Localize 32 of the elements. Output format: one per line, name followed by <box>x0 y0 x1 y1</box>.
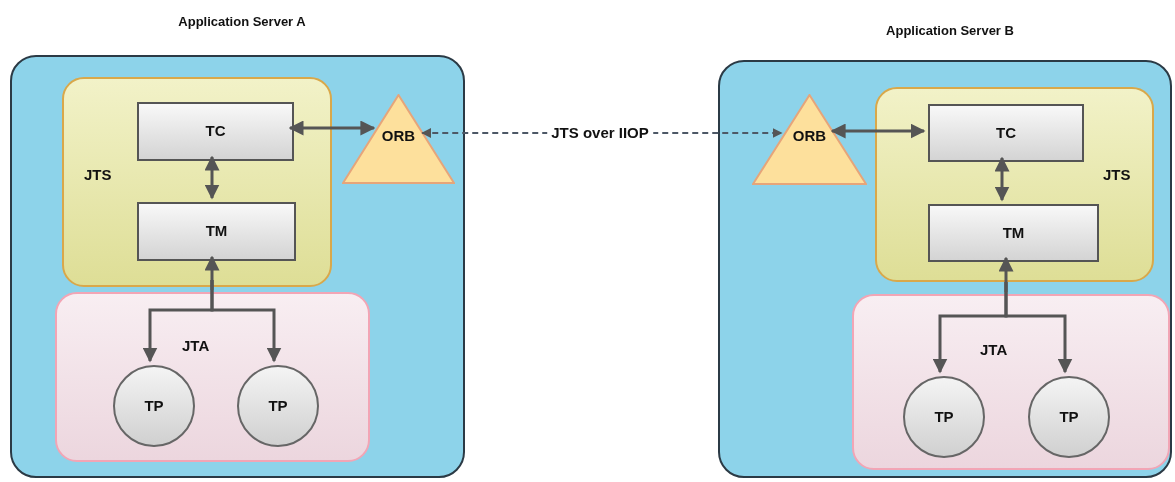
arrow <box>830 123 926 139</box>
node-label: TP <box>268 395 288 416</box>
node-label: ORB <box>792 127 827 144</box>
node-label: TP <box>934 406 954 427</box>
jta-group <box>55 292 370 462</box>
group-label: JTS <box>84 166 112 183</box>
process-box <box>928 204 1099 262</box>
node-label: ORB <box>381 127 416 144</box>
process-box <box>928 104 1084 162</box>
node-label: TC <box>996 122 1016 143</box>
group-label: JTA <box>980 341 1008 358</box>
jts-group <box>875 87 1154 282</box>
jta-group <box>852 294 1170 470</box>
arrow <box>204 155 220 200</box>
arrow <box>210 278 282 363</box>
server-title: Application Server A <box>178 14 306 29</box>
node-label: TP <box>144 395 164 416</box>
arrow <box>288 120 376 136</box>
node-label: TM <box>1002 222 1025 243</box>
group-label: JTS <box>1103 166 1131 183</box>
node-label: TM <box>205 221 228 242</box>
orb-triangle <box>752 94 867 185</box>
arrow <box>994 156 1010 202</box>
jts-group <box>62 77 332 287</box>
process-box <box>137 102 294 161</box>
node-label: TP <box>1059 406 1079 427</box>
process-box <box>137 202 296 261</box>
arrow <box>1004 280 1073 374</box>
group-label: JTA <box>182 337 210 354</box>
node-label: TC <box>205 121 226 142</box>
orb-triangle <box>342 94 455 184</box>
server-title: Application Server B <box>886 23 1014 38</box>
